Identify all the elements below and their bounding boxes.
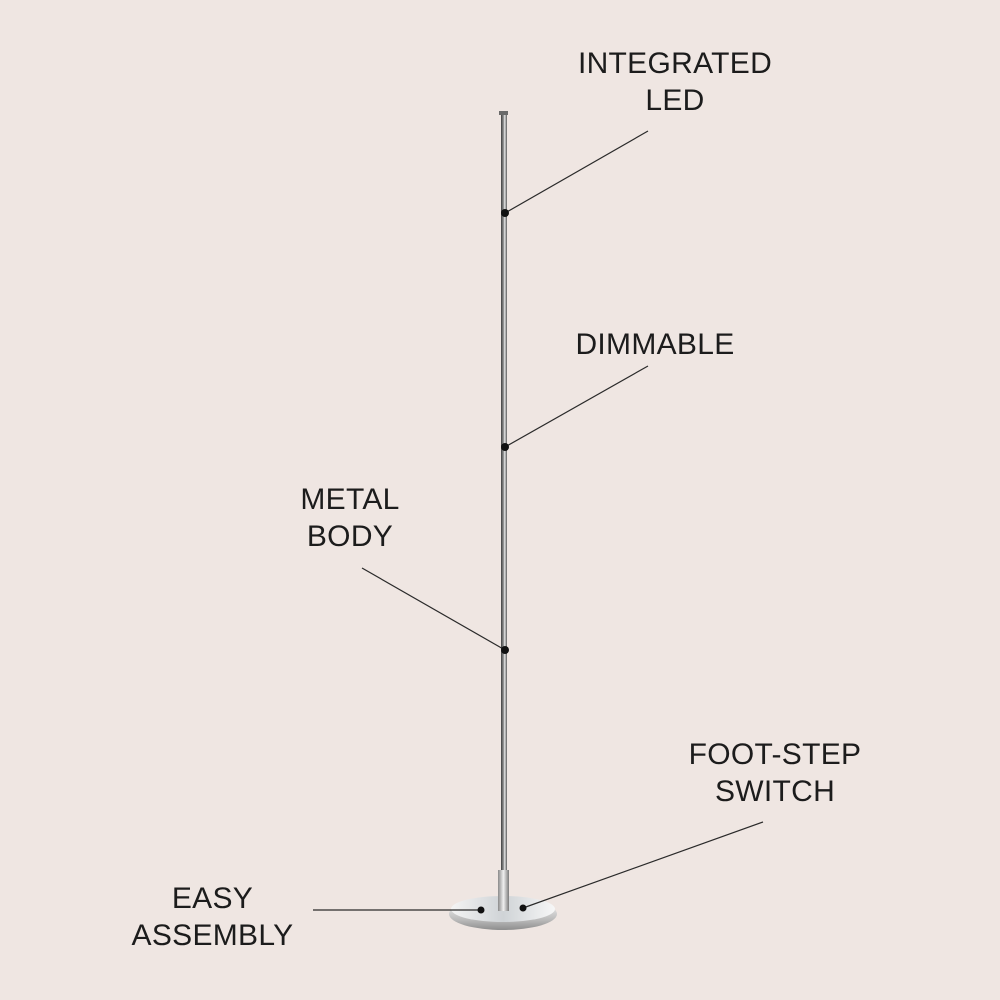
callout-dimmable: DIMMABLE xyxy=(550,326,760,363)
callout-dot-metal-body xyxy=(501,646,509,654)
callout-dot-dimmable xyxy=(501,443,509,451)
callout-dot-foot-step-switch xyxy=(519,904,527,912)
lamp-pole xyxy=(501,113,507,873)
callout-metal-body-line1: METAL xyxy=(300,483,400,516)
leader-line-foot-step-switch xyxy=(522,821,764,909)
callout-dot-integrated-led xyxy=(501,209,509,217)
callout-easy-assembly: EASY ASSEMBLY xyxy=(115,880,310,954)
leader-line-integrated-led xyxy=(504,130,649,214)
leader-line-metal-body xyxy=(361,567,506,651)
callout-easy-assembly-line2: ASSEMBLY xyxy=(131,919,294,952)
callout-foot-step-switch-line1: FOOT-STEP xyxy=(688,738,862,771)
callout-integrated-led-line2: LED xyxy=(645,84,705,117)
lamp-pole-cap xyxy=(499,111,508,115)
callout-integrated-led-line1: INTEGRATED xyxy=(577,47,773,80)
lamp-sleeve xyxy=(498,870,509,910)
leader-line-dimmable xyxy=(504,365,649,448)
callout-metal-body-line2: BODY xyxy=(306,520,394,553)
callout-dot-easy-assembly xyxy=(477,906,485,914)
callout-easy-assembly-line1: EASY xyxy=(171,882,254,915)
callout-foot-step-switch: FOOT-STEP SWITCH xyxy=(665,736,885,810)
callout-metal-body: METAL BODY xyxy=(270,481,430,555)
callout-dimmable-line1: DIMMABLE xyxy=(575,328,735,361)
callout-foot-step-switch-line2: SWITCH xyxy=(714,775,836,808)
callout-integrated-led: INTEGRATED LED xyxy=(560,45,790,119)
